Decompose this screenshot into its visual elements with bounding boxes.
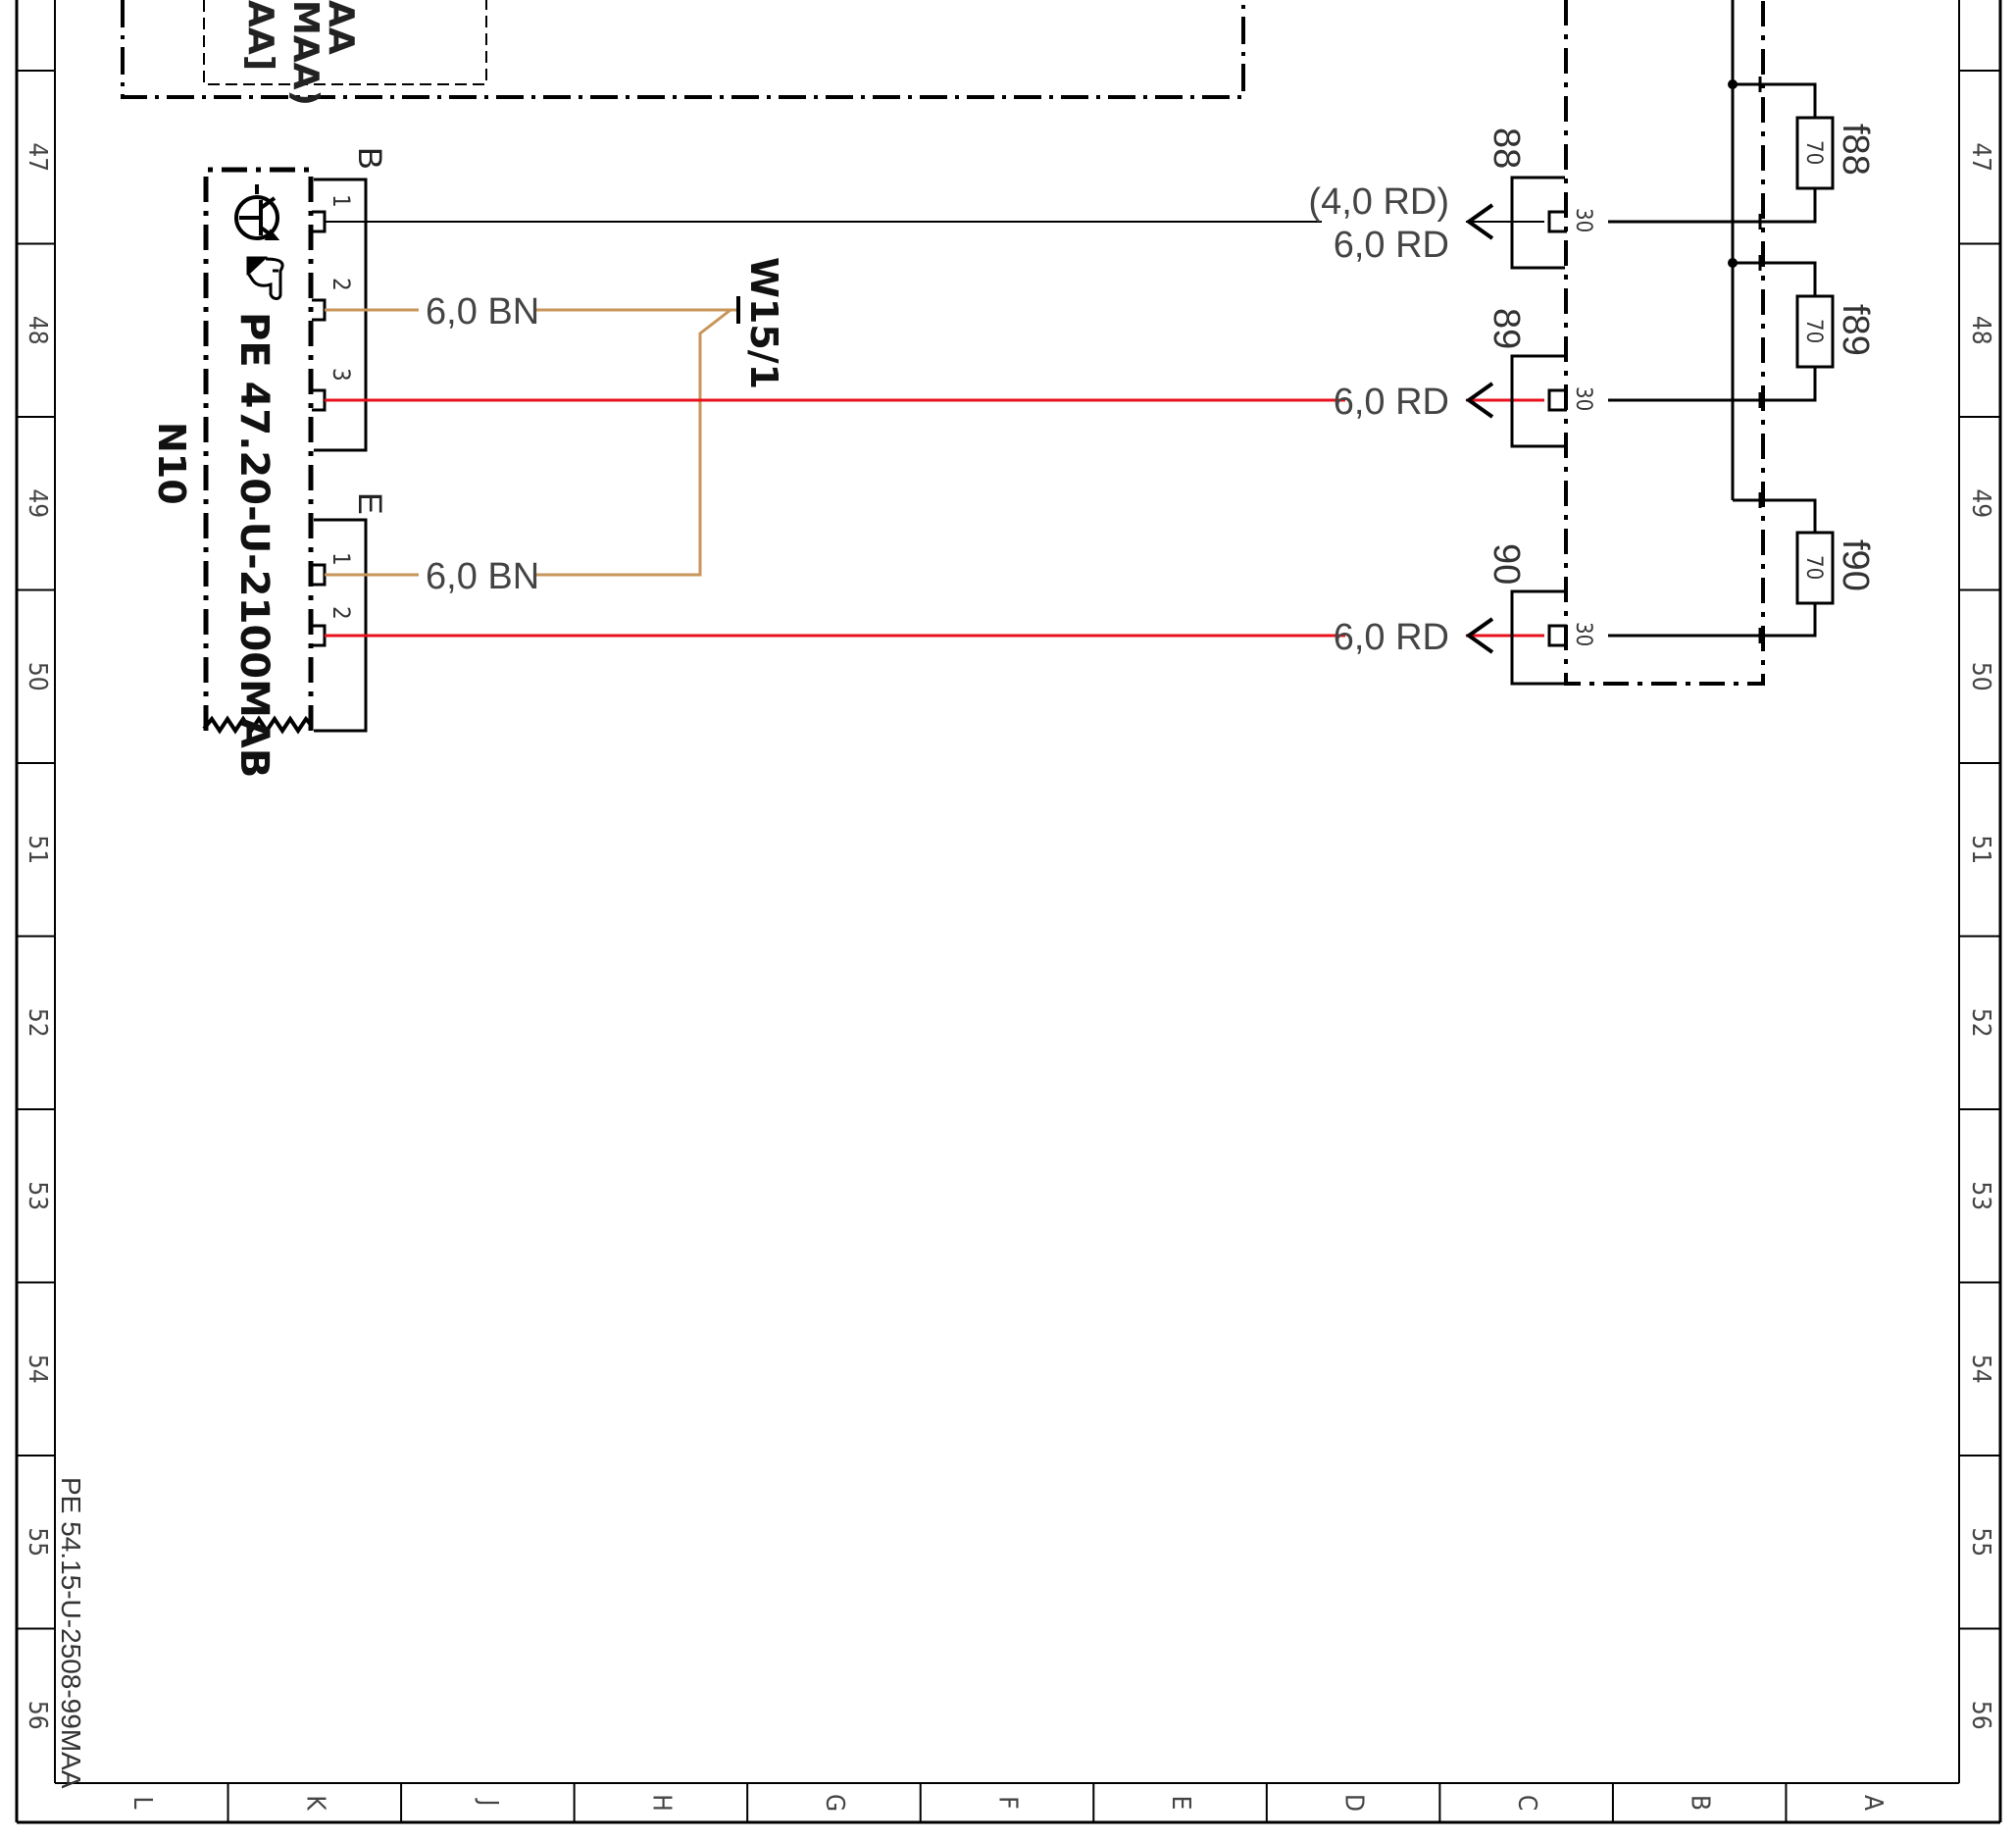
row-number-48: 48 bbox=[1966, 316, 1995, 345]
ground-point-w15-1: W15/1 bbox=[736, 257, 785, 389]
column-letter-C: C bbox=[1512, 1795, 1541, 1811]
sheet-frame bbox=[15, 0, 2002, 1824]
block-e-label: E bbox=[351, 492, 388, 515]
bus-junction-dots bbox=[1728, 79, 1738, 268]
fuse-f90-label: f90 bbox=[1835, 539, 1876, 591]
row-number-53: 53 bbox=[23, 1181, 52, 1210]
wire-labels: 6,0 BN 6,0 BN (4,0 RD) 6,0 RD 6,0 RD 6,0… bbox=[426, 181, 1449, 658]
row-number-56: 56 bbox=[1966, 1701, 1995, 1730]
terminal-blocks bbox=[1510, 176, 1567, 686]
fuse-f89-rating: 70 bbox=[1801, 319, 1826, 343]
block-b-label: B bbox=[351, 147, 388, 170]
n10-break-line bbox=[202, 715, 314, 735]
fuse-f88-rating: 70 bbox=[1801, 140, 1826, 165]
top-module-label-line-3: AA] bbox=[240, 0, 280, 71]
row-dividers bbox=[17, 70, 2000, 1630]
row-number-47: 47 bbox=[23, 142, 52, 172]
column-letter-F: F bbox=[993, 1796, 1023, 1809]
pointing-hand-icon bbox=[246, 256, 284, 300]
block-b-pin-2: 2 bbox=[328, 278, 355, 291]
sheet-reference: PE 54.15-U-2508-99MAA bbox=[56, 1477, 86, 1789]
fuse-f90 bbox=[1758, 492, 1835, 643]
row-number-49: 49 bbox=[1966, 488, 1995, 518]
column-letter-G: G bbox=[820, 1794, 849, 1812]
fuse-f88-label: f88 bbox=[1835, 124, 1876, 176]
column-letter-H: H bbox=[646, 1794, 676, 1812]
row-number-50: 50 bbox=[23, 662, 52, 691]
row-number-51: 51 bbox=[1966, 835, 1995, 864]
row-number-labels-right: 47 48 49 50 51 52 53 54 55 56 bbox=[1966, 142, 1995, 1729]
wire-label-89: 6,0 RD bbox=[1334, 382, 1449, 423]
wires bbox=[325, 221, 1544, 638]
wire-bn-e1-right bbox=[534, 308, 731, 577]
row-number-55: 55 bbox=[23, 1527, 52, 1557]
fuse-f90-rating: 70 bbox=[1801, 555, 1826, 580]
row-number-52: 52 bbox=[1966, 1008, 1995, 1038]
block-b-pin-3: 3 bbox=[328, 368, 355, 382]
terminal-89-label: 89 bbox=[1486, 308, 1527, 349]
top-module-label-line-1: AA bbox=[321, 0, 361, 55]
top-module-label-line-2: MAA) bbox=[285, 0, 326, 106]
row-number-51: 51 bbox=[23, 835, 52, 864]
column-letter-A: A bbox=[1858, 1795, 1888, 1811]
connector-block-e bbox=[314, 518, 368, 733]
terminal-90-label: 90 bbox=[1486, 543, 1527, 585]
n10-outline bbox=[203, 167, 314, 731]
row-number-52: 52 bbox=[23, 1008, 52, 1038]
column-letter-L: L bbox=[127, 1796, 157, 1809]
column-letter-E: E bbox=[1166, 1796, 1195, 1811]
top-module-outline bbox=[121, 0, 1245, 99]
row-number-56: 56 bbox=[23, 1701, 52, 1730]
fuse-f89-label: f89 bbox=[1835, 304, 1876, 356]
row-number-54: 54 bbox=[23, 1354, 52, 1384]
row-number-48: 48 bbox=[23, 316, 52, 345]
terminal-88-pin: 30 bbox=[1571, 208, 1595, 232]
wire-label-90: 6,0 RD bbox=[1334, 617, 1449, 658]
fuse-feed-wires bbox=[1608, 0, 1763, 638]
row-number-labels-left: 47 48 49 50 51 52 53 54 55 56 bbox=[23, 142, 52, 1729]
transistor-icon bbox=[234, 184, 280, 240]
terminal-arrows bbox=[1465, 203, 1494, 654]
n10-name: N10 bbox=[150, 422, 193, 505]
column-letter-B: B bbox=[1686, 1795, 1715, 1811]
wire-label-88-bottom: 6,0 RD bbox=[1334, 225, 1449, 266]
fuse-box-outline bbox=[1564, 0, 1765, 686]
terminal-89-pin: 30 bbox=[1571, 386, 1595, 411]
connector-n10: PE 47.20-U-2100MAB N10 B 1 2 3 E 1 2 bbox=[150, 147, 388, 778]
terminal-88-label: 88 bbox=[1486, 128, 1527, 169]
row-number-50: 50 bbox=[1966, 662, 1995, 691]
top-module-labels: AA MAA) AA] bbox=[240, 0, 361, 106]
column-letter-J: J bbox=[474, 1798, 503, 1807]
wire-label-bn-1: 6,0 BN bbox=[426, 291, 539, 332]
terminal-90-pin: 30 bbox=[1571, 622, 1595, 646]
connector-block-b bbox=[314, 178, 368, 452]
column-dividers bbox=[227, 1783, 1788, 1822]
wire-label-88-top: (4,0 RD) bbox=[1308, 181, 1449, 223]
row-number-54: 54 bbox=[1966, 1354, 1995, 1384]
column-letter-D: D bbox=[1339, 1794, 1369, 1812]
column-letter-K: K bbox=[300, 1795, 329, 1811]
pin-contacts bbox=[312, 210, 327, 647]
n10-reference: PE 47.20-U-2100MAB bbox=[231, 312, 277, 778]
fuse-f88 bbox=[1758, 77, 1835, 230]
row-number-47: 47 bbox=[1966, 142, 1995, 172]
row-number-53: 53 bbox=[1966, 1181, 1995, 1210]
ground-point-label: W15/1 bbox=[742, 257, 785, 389]
row-number-49: 49 bbox=[23, 488, 52, 518]
wire-label-bn-2: 6,0 BN bbox=[426, 556, 539, 597]
row-number-55: 55 bbox=[1966, 1527, 1995, 1557]
block-e-pin-2: 2 bbox=[328, 606, 355, 620]
block-b-pin-1: 1 bbox=[328, 194, 355, 208]
block-e-pin-1: 1 bbox=[328, 552, 355, 566]
fuse-f89 bbox=[1758, 255, 1835, 408]
